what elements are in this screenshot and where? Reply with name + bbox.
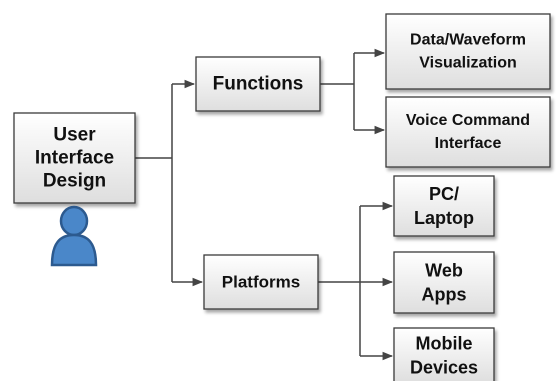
node-label-voice-line-0: Voice Command (406, 112, 530, 129)
node-functions: Functions (195, 56, 321, 112)
node-box-root (13, 112, 136, 204)
node-box-functions (195, 56, 321, 112)
node-platforms: Platforms (203, 254, 319, 310)
node-box-platforms (203, 254, 319, 310)
node-label-pc-line-0: PC/ (429, 184, 459, 204)
node-label-root-line-2: Design (43, 171, 106, 192)
node-label-root-line-1: Interface (35, 148, 114, 169)
node-pc: PC/Laptop (393, 175, 495, 237)
node-label-data-viz-line-0: Data/Waveform (410, 32, 526, 49)
node-boxes: UserInterfaceDesignFunctionsPlatformsDat… (13, 13, 551, 381)
node-label-pc-line-1: Laptop (414, 208, 474, 228)
node-box-mobile (393, 327, 495, 381)
user-icon (50, 205, 98, 267)
node-label-mobile-line-1: Devices (410, 358, 478, 378)
connectors (135, 48, 394, 361)
node-label-data-viz-line-1: Visualization (419, 55, 517, 72)
node-label-functions-line-0: Functions (213, 74, 304, 95)
node-label-root-line-0: User (53, 125, 96, 146)
node-label-platforms-line-0: Platforms (222, 273, 300, 292)
node-label-web-line-1: Apps (422, 285, 467, 305)
node-box-data-viz (385, 13, 551, 90)
node-label-voice-line-1: Interface (435, 135, 502, 152)
node-label-mobile-line-0: Mobile (416, 334, 473, 354)
node-box-web (393, 251, 495, 314)
node-label-web-line-0: Web (425, 261, 463, 281)
node-box-pc (393, 175, 495, 237)
node-box-voice (385, 96, 551, 168)
